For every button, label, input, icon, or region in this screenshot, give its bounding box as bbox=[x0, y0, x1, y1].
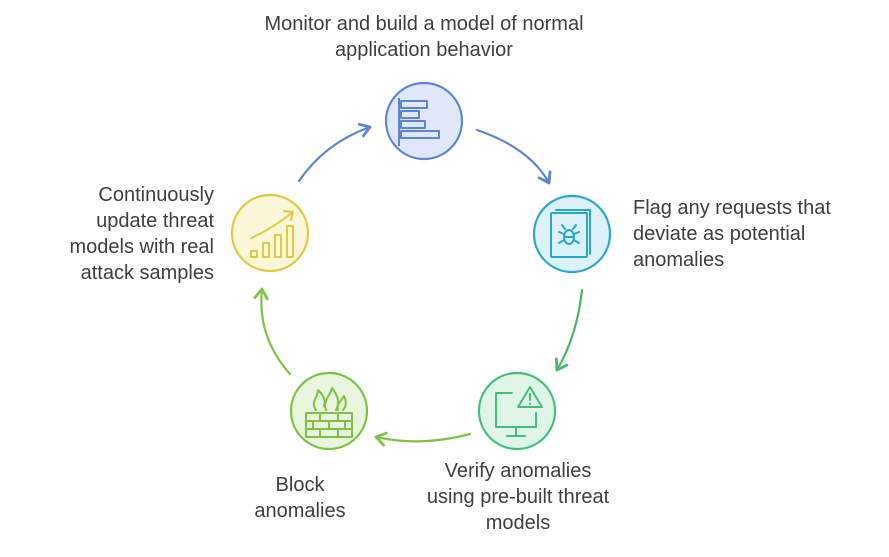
step-verify-node bbox=[477, 371, 557, 451]
step-update-label-line-2: update threat bbox=[96, 210, 214, 232]
step-verify-label-line-2: using pre-built threat bbox=[426, 486, 610, 508]
step-update-node bbox=[230, 193, 310, 273]
step-block-label: Block anomalies bbox=[200, 472, 400, 524]
step-flag-node bbox=[532, 194, 612, 274]
step-block-node bbox=[289, 371, 369, 451]
step-verify-label-line-3: models bbox=[485, 512, 551, 534]
step-update-label-line-1: Continuously bbox=[98, 184, 214, 206]
arrow-verify-to-block bbox=[374, 431, 472, 447]
bar-list-icon bbox=[398, 98, 440, 146]
step-flag-label-line-2: deviate as potential bbox=[633, 223, 806, 245]
step-update-label-line-4: attack samples bbox=[80, 262, 214, 284]
arrow-update-to-monitor bbox=[297, 122, 372, 183]
step-block-label-line-2: anomalies bbox=[254, 500, 346, 522]
step-flag-label-line-1: Flag any requests that bbox=[633, 197, 831, 219]
step-update-label: Continuously update threat models with r… bbox=[14, 182, 214, 286]
step-monitor-label: Monitor and build a model of normal appl… bbox=[221, 11, 627, 63]
arrow-flag-to-verify bbox=[554, 288, 584, 372]
step-flag-label: Flag any requests that deviate as potent… bbox=[633, 195, 873, 273]
growth-chart-icon bbox=[250, 210, 294, 258]
monitor-warning-icon bbox=[495, 386, 543, 437]
step-monitor-label-line-2: application behavior bbox=[335, 39, 513, 61]
arrow-monitor-to-flag bbox=[475, 128, 552, 185]
step-monitor-label-line-1: Monitor and build a model of normal bbox=[264, 13, 584, 35]
bug-document-icon bbox=[550, 209, 591, 258]
step-verify-label: Verify anomalies using pre-built threat … bbox=[398, 458, 638, 536]
arrow-block-to-update bbox=[253, 287, 292, 376]
step-update-label-line-3: models with real bbox=[69, 236, 214, 258]
step-flag-label-line-3: anomalies bbox=[633, 249, 725, 271]
firewall-icon bbox=[305, 387, 353, 438]
step-monitor-node bbox=[384, 81, 464, 161]
step-verify-label-line-1: Verify anomalies bbox=[444, 460, 592, 482]
step-block-label-line-1: Block bbox=[275, 474, 325, 496]
